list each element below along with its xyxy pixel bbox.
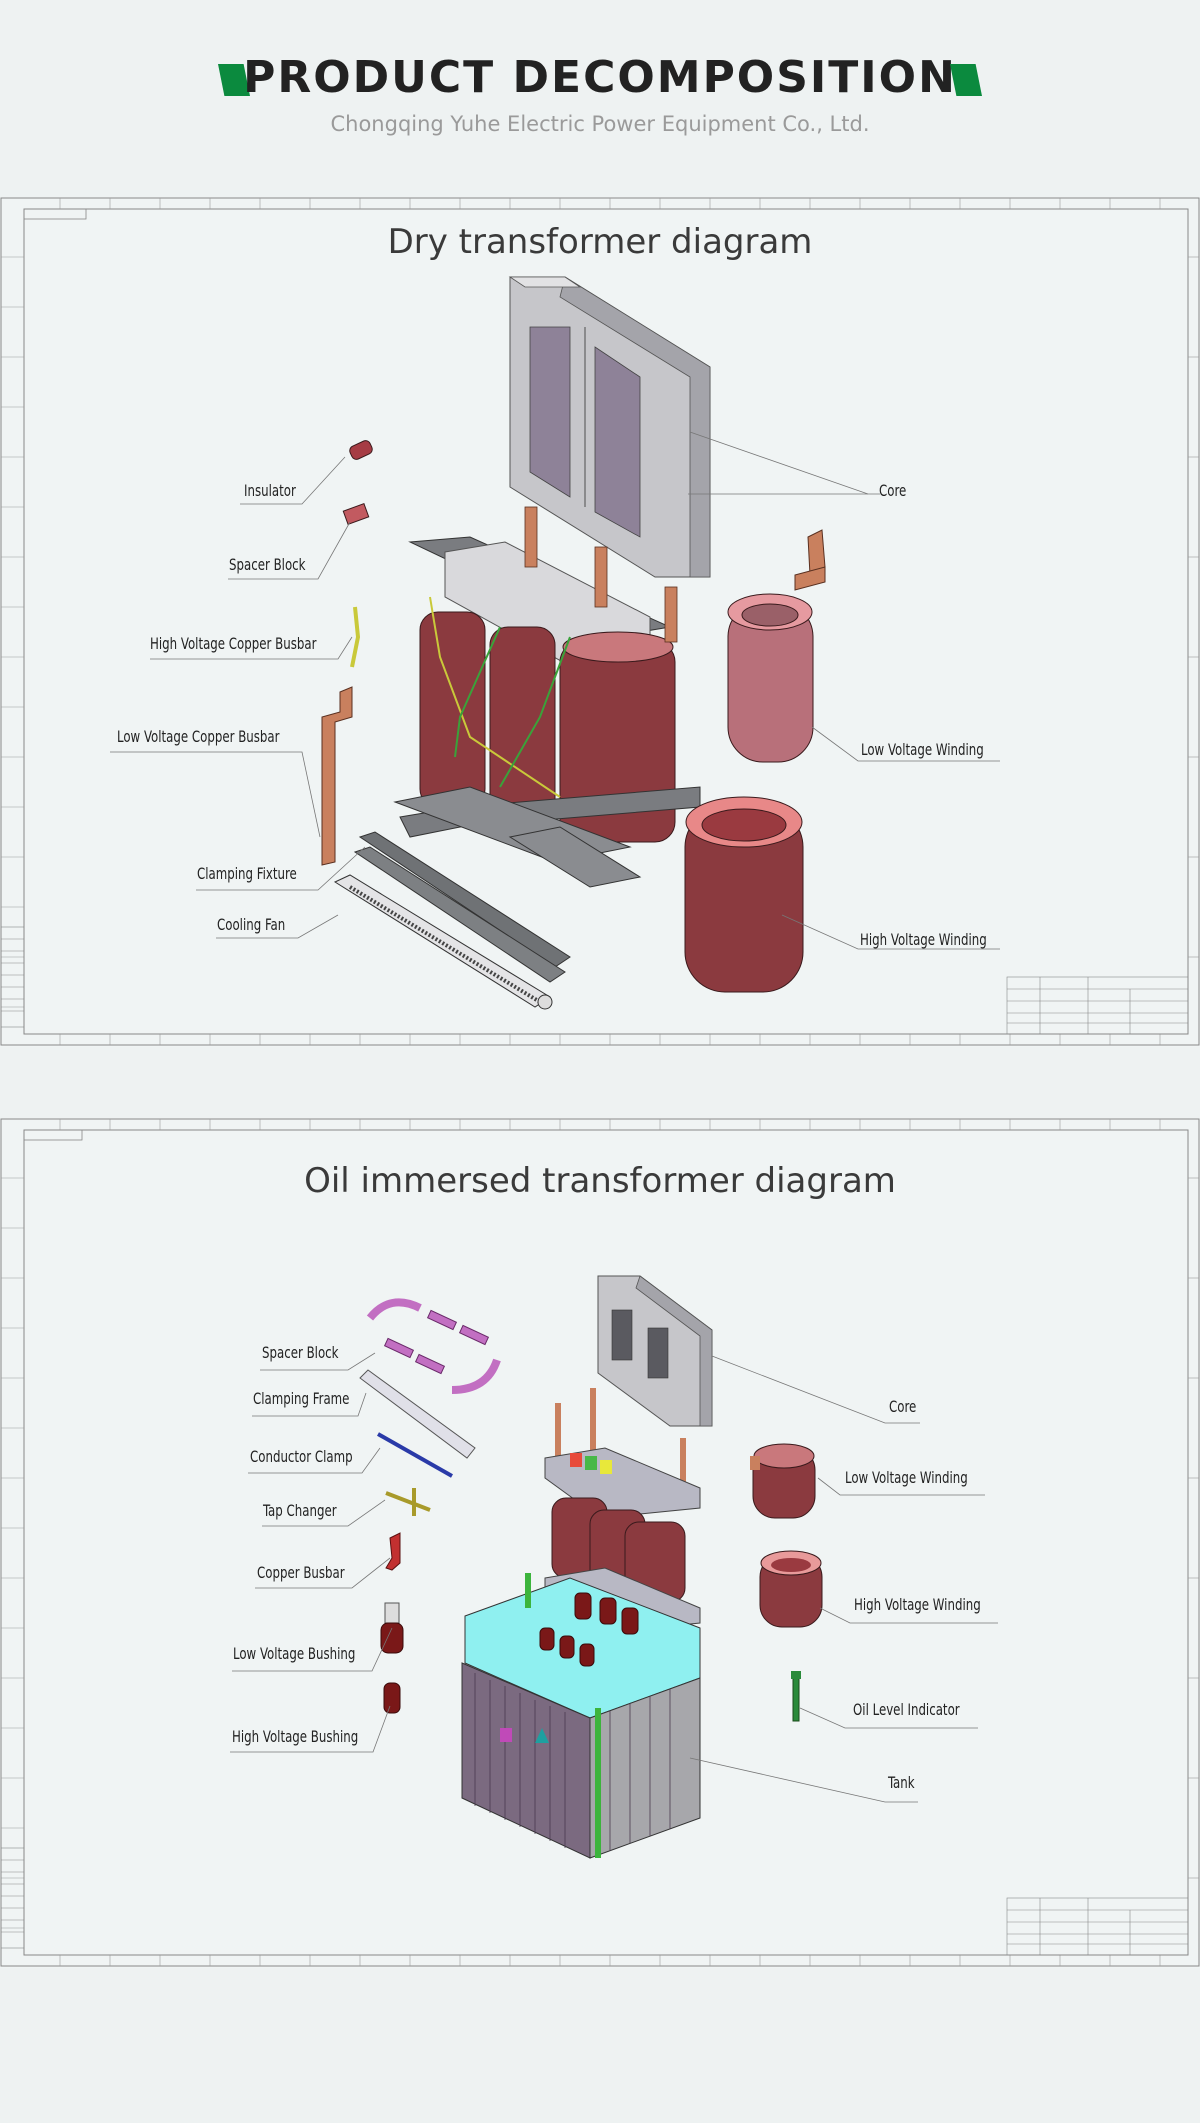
label-cooling-fan: Cooling Fan bbox=[217, 915, 286, 934]
label-lv-copper-busbar: Low Voltage Copper Busbar bbox=[117, 727, 280, 746]
lv-bushing-part bbox=[380, 1602, 404, 1654]
page-header: PRODUCT DECOMPOSITION Chongqing Yuhe Ele… bbox=[0, 0, 1200, 160]
label-clamping-frame: Clamping Frame bbox=[253, 1389, 350, 1408]
core-part bbox=[508, 276, 711, 578]
label-tank: Tank bbox=[888, 1773, 915, 1792]
tank-part bbox=[461, 1573, 701, 1859]
cooling-fan-part bbox=[333, 874, 553, 1010]
insulator-part bbox=[349, 440, 373, 460]
label-hv-winding: High Voltage Winding bbox=[860, 930, 987, 949]
label-lv-winding: Low Voltage Winding bbox=[861, 740, 984, 759]
label-tap-changer: Tap Changer bbox=[263, 1501, 337, 1520]
tap-changer-part bbox=[385, 1488, 431, 1516]
clamping-fixture-part bbox=[353, 831, 571, 983]
hv-copper-busbar-part bbox=[350, 606, 361, 668]
oil-level-indicator-part bbox=[791, 1671, 801, 1722]
label-core: Core bbox=[889, 1397, 917, 1416]
spacer-block-part bbox=[342, 503, 370, 525]
hv-bushing-part bbox=[383, 1682, 401, 1714]
label-hv-winding: High Voltage Winding bbox=[854, 1595, 981, 1614]
copper-busbar-part bbox=[385, 1532, 401, 1571]
label-insulator: Insulator bbox=[244, 481, 296, 500]
oil-transformer-drawing: Oil immersed transformer diagram Spacer … bbox=[0, 1118, 1200, 1968]
clamping-frame-part bbox=[359, 1369, 476, 1459]
title-block bbox=[1006, 976, 1189, 1035]
hv-winding-part bbox=[684, 796, 804, 993]
oil-core-part bbox=[597, 1275, 713, 1427]
label-core: Core bbox=[879, 481, 907, 500]
dry-diagram-title: Dry transformer diagram bbox=[387, 222, 813, 262]
oil-spacer-block-part bbox=[366, 1298, 501, 1394]
dry-transformer-drawing: Dry transformer diagram Insulator Spacer… bbox=[0, 197, 1200, 1047]
label-copper-busbar: Copper Busbar bbox=[257, 1563, 345, 1582]
conductor-clamp-part bbox=[377, 1432, 453, 1478]
oil-drawing-canvas bbox=[0, 1118, 1200, 1967]
label-hv-bushing: High Voltage Bushing bbox=[232, 1727, 359, 1746]
label-spacer-block: Spacer Block bbox=[229, 555, 306, 574]
oil-diagram-title: Oil immersed transformer diagram bbox=[304, 1161, 896, 1201]
oil-lv-winding-part bbox=[750, 1443, 816, 1519]
label-spacer-block: Spacer Block bbox=[262, 1343, 339, 1362]
label-conductor-clamp: Conductor Clamp bbox=[250, 1447, 353, 1466]
dry-assembly bbox=[393, 506, 701, 888]
label-hv-copper-busbar: High Voltage Copper Busbar bbox=[150, 634, 317, 653]
lv-winding-part bbox=[727, 529, 826, 763]
company-subtitle: Chongqing Yuhe Electric Power Equipment … bbox=[330, 112, 870, 136]
oil-leader-lines bbox=[230, 1352, 998, 1803]
lv-copper-busbar-part bbox=[321, 686, 353, 866]
dry-drawing-canvas bbox=[0, 197, 1200, 1046]
label-oil-level-indicator: Oil Level Indicator bbox=[853, 1700, 960, 1719]
page-title: PRODUCT DECOMPOSITION bbox=[243, 52, 957, 103]
oil-hv-winding-part bbox=[759, 1550, 823, 1628]
label-lv-winding: Low Voltage Winding bbox=[845, 1468, 968, 1487]
label-lv-bushing: Low Voltage Bushing bbox=[233, 1644, 356, 1663]
dry-leader-lines bbox=[110, 431, 1000, 950]
label-clamping-fixture: Clamping Fixture bbox=[197, 864, 297, 883]
title-block bbox=[1006, 1897, 1189, 1956]
